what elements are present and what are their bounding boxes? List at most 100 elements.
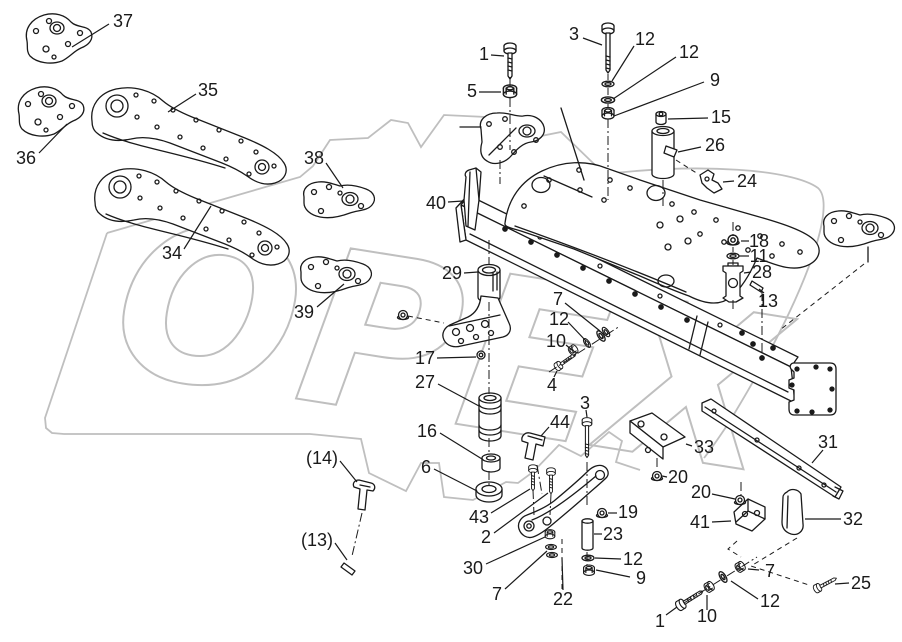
part-label-17: 17 (415, 348, 435, 368)
part-label-18: 18 (749, 231, 769, 251)
part-label-31: 31 (818, 432, 838, 452)
top-bracket-drawing (459, 107, 585, 181)
part-label-12: 12 (635, 29, 655, 49)
leader-line (490, 488, 531, 514)
part-label-26: 26 (705, 135, 725, 155)
part-label-12: 12 (623, 549, 643, 569)
part-26-cylinder-drawing (651, 125, 678, 180)
part-label-7: 7 (492, 584, 502, 604)
part-label-22: 22 (553, 589, 573, 609)
fasteners-drawing (502, 22, 839, 613)
part-15-cap-drawing (655, 110, 667, 126)
leader-line (585, 409, 588, 418)
part-label-44: 44 (550, 412, 570, 432)
leader-line (167, 93, 197, 113)
part-36-plate-drawing (17, 86, 85, 137)
part-label-6: 6 (421, 457, 431, 477)
part-label-11: 11 (750, 246, 769, 266)
part-label-41: 41 (690, 512, 710, 532)
leader-line (437, 383, 480, 407)
leader-line (447, 200, 464, 203)
part-label-20: 20 (691, 482, 711, 502)
leader-line (758, 288, 765, 294)
leader-line (611, 45, 635, 82)
part-label-10: 10 (697, 606, 717, 626)
part-label-20: 20 (668, 467, 688, 487)
part-17-pin-drawing (396, 309, 486, 360)
part-label-2: 2 (481, 527, 491, 547)
leader-line (722, 180, 735, 183)
part-31-bar-drawing (701, 398, 844, 500)
part-label-30: 30 (463, 558, 483, 578)
part-label-3: 3 (580, 393, 590, 413)
leader-line (38, 123, 68, 154)
part-label-33: 33 (694, 437, 714, 457)
leader-line (561, 557, 564, 591)
part-41-bracket-drawing (733, 498, 766, 532)
part-label-12: 12 (679, 42, 699, 62)
part-label-13: (13) (301, 530, 333, 550)
part-label-19: 19 (618, 502, 638, 522)
part-label-38: 38 (304, 148, 324, 168)
leader-line (553, 370, 558, 378)
part-29-bracket-drawing (442, 263, 511, 348)
part-label-14: (14) (306, 448, 338, 468)
part-label-12: 12 (549, 309, 569, 329)
leader-line (436, 356, 477, 359)
part-24-fitting-drawing (699, 169, 723, 194)
link-arm-drawing (517, 464, 609, 539)
part-37-plate-drawing (25, 13, 93, 64)
leader-line (661, 475, 668, 478)
leader-line (485, 536, 546, 565)
leader-line (493, 492, 549, 534)
part-label-25: 25 (851, 573, 871, 593)
part-label-3: 3 (569, 24, 579, 44)
leader-line (594, 557, 622, 560)
right-top-plate-drawing (822, 210, 896, 263)
construction-lines (351, 74, 865, 604)
leader-line (747, 568, 760, 571)
leader-line (504, 550, 548, 590)
leader-line (463, 271, 479, 274)
part-label-10: 10 (546, 331, 566, 351)
part-label-1: 1 (479, 44, 489, 64)
part-label-12: 12 (760, 591, 780, 611)
leader-line (677, 146, 702, 153)
part-label-5: 5 (467, 81, 477, 101)
part-label-36: 36 (16, 148, 36, 168)
part-14-fitting-drawing (340, 479, 376, 576)
part-40-bracket-drawing (463, 167, 482, 231)
leader-line (433, 468, 478, 492)
leader-line (612, 56, 677, 100)
part-label-28: 28 (752, 262, 772, 282)
part-6-ring-drawing (475, 481, 503, 503)
leader-line (667, 117, 709, 120)
leader-line (339, 460, 358, 483)
part-label-13: 13 (758, 291, 778, 311)
leader-line (685, 443, 693, 447)
leader-line (71, 23, 110, 48)
leader-line (711, 520, 732, 523)
leader-line (316, 283, 345, 308)
part-label-34: 34 (162, 243, 182, 263)
leader-line (665, 606, 678, 616)
part-44-clamp-drawing (521, 432, 546, 461)
leader-line (565, 344, 573, 351)
leader-line (490, 54, 505, 57)
part-label-32: 32 (843, 509, 863, 529)
leader-line (613, 81, 705, 117)
leader-line (711, 493, 736, 500)
leader-line (730, 580, 759, 600)
part-33-bracket-drawing (629, 412, 686, 460)
part-label-27: 27 (415, 372, 435, 392)
leader-line (564, 302, 601, 332)
leader-line (743, 271, 752, 274)
part-label-23: 23 (603, 524, 623, 544)
part-label-24: 24 (737, 171, 757, 191)
part-label-40: 40 (426, 193, 446, 213)
part-label-4: 4 (547, 375, 557, 395)
part-label-1: 1 (655, 611, 665, 631)
